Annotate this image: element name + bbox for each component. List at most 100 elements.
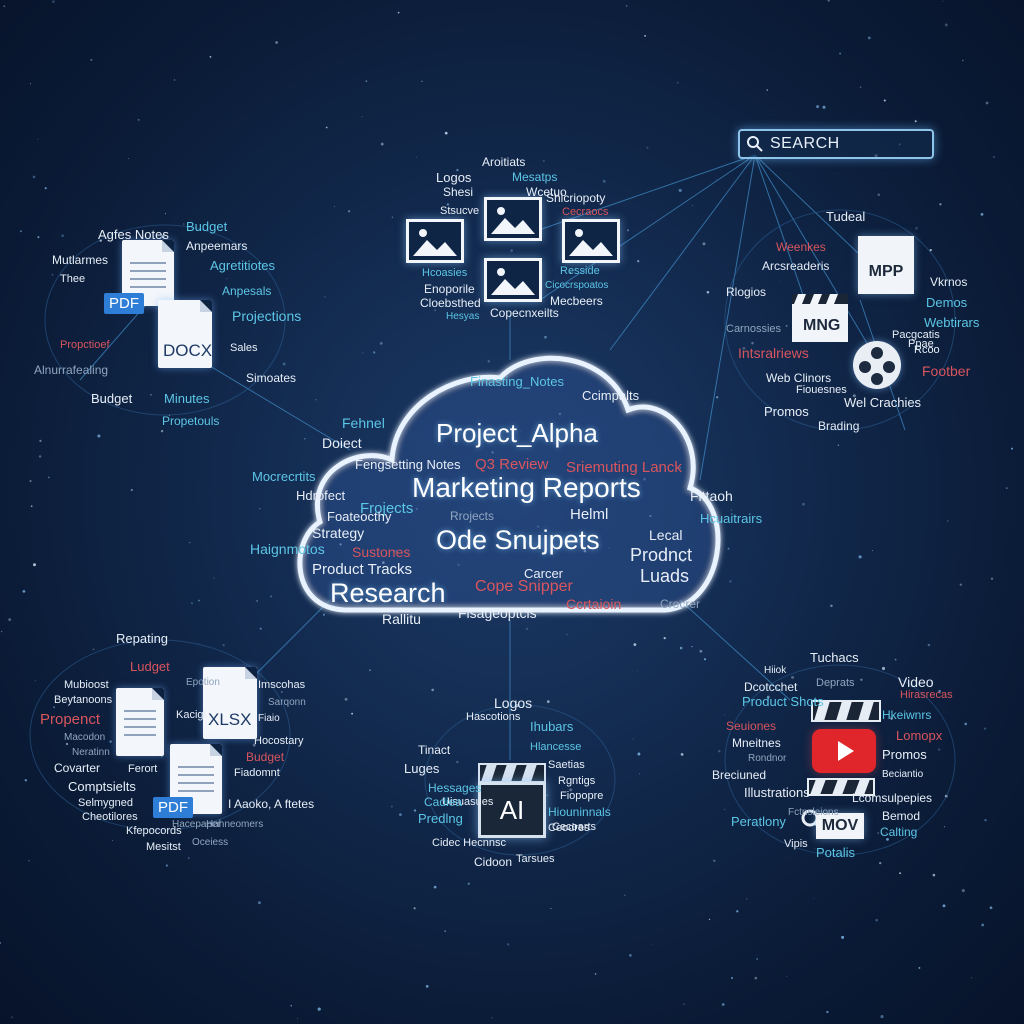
star-dot [703,658,707,661]
star-dot [938,748,941,751]
star-dot [467,882,470,885]
left-word: Mutlarmes [52,253,109,267]
star-dot [678,188,682,192]
bottom-right-word: Mneitnes [732,736,781,750]
left-word: Simoates [246,371,297,385]
bottom-right-word: Fctnsleions [788,807,839,818]
star-dot [347,210,351,213]
star-dot [390,805,393,808]
top-word: Copecnxeilts [490,306,559,320]
mng-label: MNG [803,317,841,334]
bottom-left-word: Hahneomers [206,819,264,830]
star-dot [226,278,228,280]
top-word: Mesatps [512,170,558,184]
ai-file-icon: AI [478,782,546,838]
bottom-left-word: Fiaio [258,713,280,724]
star-dot [646,146,649,149]
star-dot [915,226,918,230]
cloud-word: Foateocthy [327,509,392,524]
star-dot [315,399,317,401]
star-dot [425,985,429,988]
star-dot [766,695,770,699]
star-dot [574,825,578,829]
top-word: Mecbeers [550,294,603,308]
right-word: Tudeal [826,209,866,224]
bottom-right-word: Rondnor [748,753,787,764]
star-dot [964,722,967,726]
star-dot [47,476,50,479]
bottom-center-word: Hascotions [466,711,521,723]
left-word: Alnurrafealing [34,363,109,377]
star-dot [546,700,550,703]
xlsx-icon [203,667,257,739]
clapper-bottom-icon [807,778,875,796]
bottom-left-word: Kfepocords [126,825,182,837]
star-dot [510,249,513,252]
star-dot [34,680,36,681]
star-dot [97,434,101,438]
star-dot [980,213,984,216]
star-dot [456,168,459,172]
right-word: Footber [922,363,971,379]
left-word: Anpeemars [186,239,248,253]
cloud-word: Frojects [360,500,414,517]
bottom-right-word: Product Shots [742,694,824,709]
bottom-center-word: Tinact [418,743,451,757]
right-word: Arcsreaderis [762,259,830,273]
star-dot [344,697,348,701]
star-dot [444,930,447,933]
star-dot [778,281,780,283]
star-dot [161,235,165,239]
star-dot [880,1015,884,1019]
cloud-word: Cope Snipper [475,578,573,595]
bottom-left-word: Neratinn [72,747,110,758]
star-dot [860,678,863,681]
cloud-outline [297,355,721,613]
star-dot [602,179,606,183]
bottom-right-word: Breciuned [712,768,767,782]
star-dot [852,394,856,398]
image-icon [484,258,542,302]
star-dot [365,80,368,82]
star-dot [676,81,679,84]
star-dot [252,743,256,747]
search-input[interactable]: SEARCH [738,129,934,159]
left-word: Projections [232,308,302,324]
video-play-icon [812,729,876,773]
star-dot [259,627,262,630]
star-dot [37,138,39,140]
star-dot [699,649,703,653]
right-word: Demos [926,295,968,310]
left-word: Propetouls [162,414,220,428]
bottom-right-word: Potalis [816,845,856,860]
cloud-word: Helml [570,506,609,523]
star-dot [569,271,572,274]
cloud-word: Luads [640,566,690,586]
bottom-left-word: Budget [246,750,285,764]
star-dot [362,352,364,354]
star-dot [507,943,510,946]
star-dot [813,898,815,900]
star-dot [51,273,54,276]
star-dot [724,714,726,716]
star-dot [130,488,133,492]
star-dot [222,644,225,647]
star-dot [910,747,912,748]
mov-label: MOV [821,817,859,834]
bottom-right-word: Peratlony [731,814,786,829]
star-dot [961,889,965,893]
star-dot [165,864,169,867]
cloud-word: Ccimpalts [582,388,640,403]
left-word: Agretitiotes [210,258,276,273]
star-dot [626,229,630,232]
star-dot [198,599,200,602]
star-dot [730,509,732,511]
star-dot [431,688,435,692]
docx-label: DOCX [163,341,213,360]
star-dot [397,11,400,14]
star-dot [718,750,721,753]
top-word: Wcetuo [526,185,567,199]
bottom-center-word: Ceodres [548,822,590,834]
star-dot [257,901,261,905]
bottom-center-word: Ihubars [530,719,574,734]
